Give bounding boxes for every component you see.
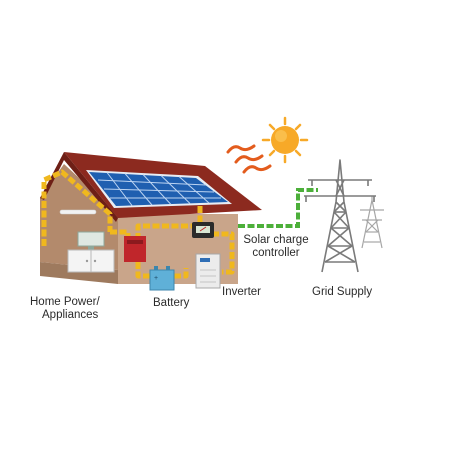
label-home-line1: Home Power/: [30, 296, 100, 308]
label-inverter: Inverter: [222, 286, 261, 298]
inverter-icon: [195, 253, 221, 289]
battery-icon: +: [149, 266, 175, 291]
label-home-line2: Appliances: [42, 309, 99, 321]
label-controller-line2: controller: [252, 247, 300, 259]
sun-icon: [261, 116, 309, 164]
charge-controller-icon: [192, 222, 214, 238]
label-battery: Battery: [153, 297, 190, 309]
label-grid-supply: Grid Supply: [312, 286, 373, 298]
label-home-appliances: Home Power/ Appliances: [30, 296, 100, 322]
sun-rays-icon: [226, 144, 272, 174]
meter-icon: [124, 236, 146, 262]
house-floor-shadow: [40, 262, 118, 284]
solar-panel-icon: [86, 170, 232, 208]
label-controller-line1: Solar charge: [243, 234, 309, 246]
appliance-cabinet-icon: [67, 231, 115, 273]
grid-connection-wire: [238, 188, 318, 228]
ceiling-light: [59, 209, 97, 215]
svg-text:+: +: [154, 275, 158, 282]
transmission-tower-icon: [304, 159, 384, 273]
wiring: [41, 169, 235, 279]
roof-edge: [40, 152, 118, 222]
label-solar-charge-controller: Solar charge controller: [238, 234, 314, 260]
